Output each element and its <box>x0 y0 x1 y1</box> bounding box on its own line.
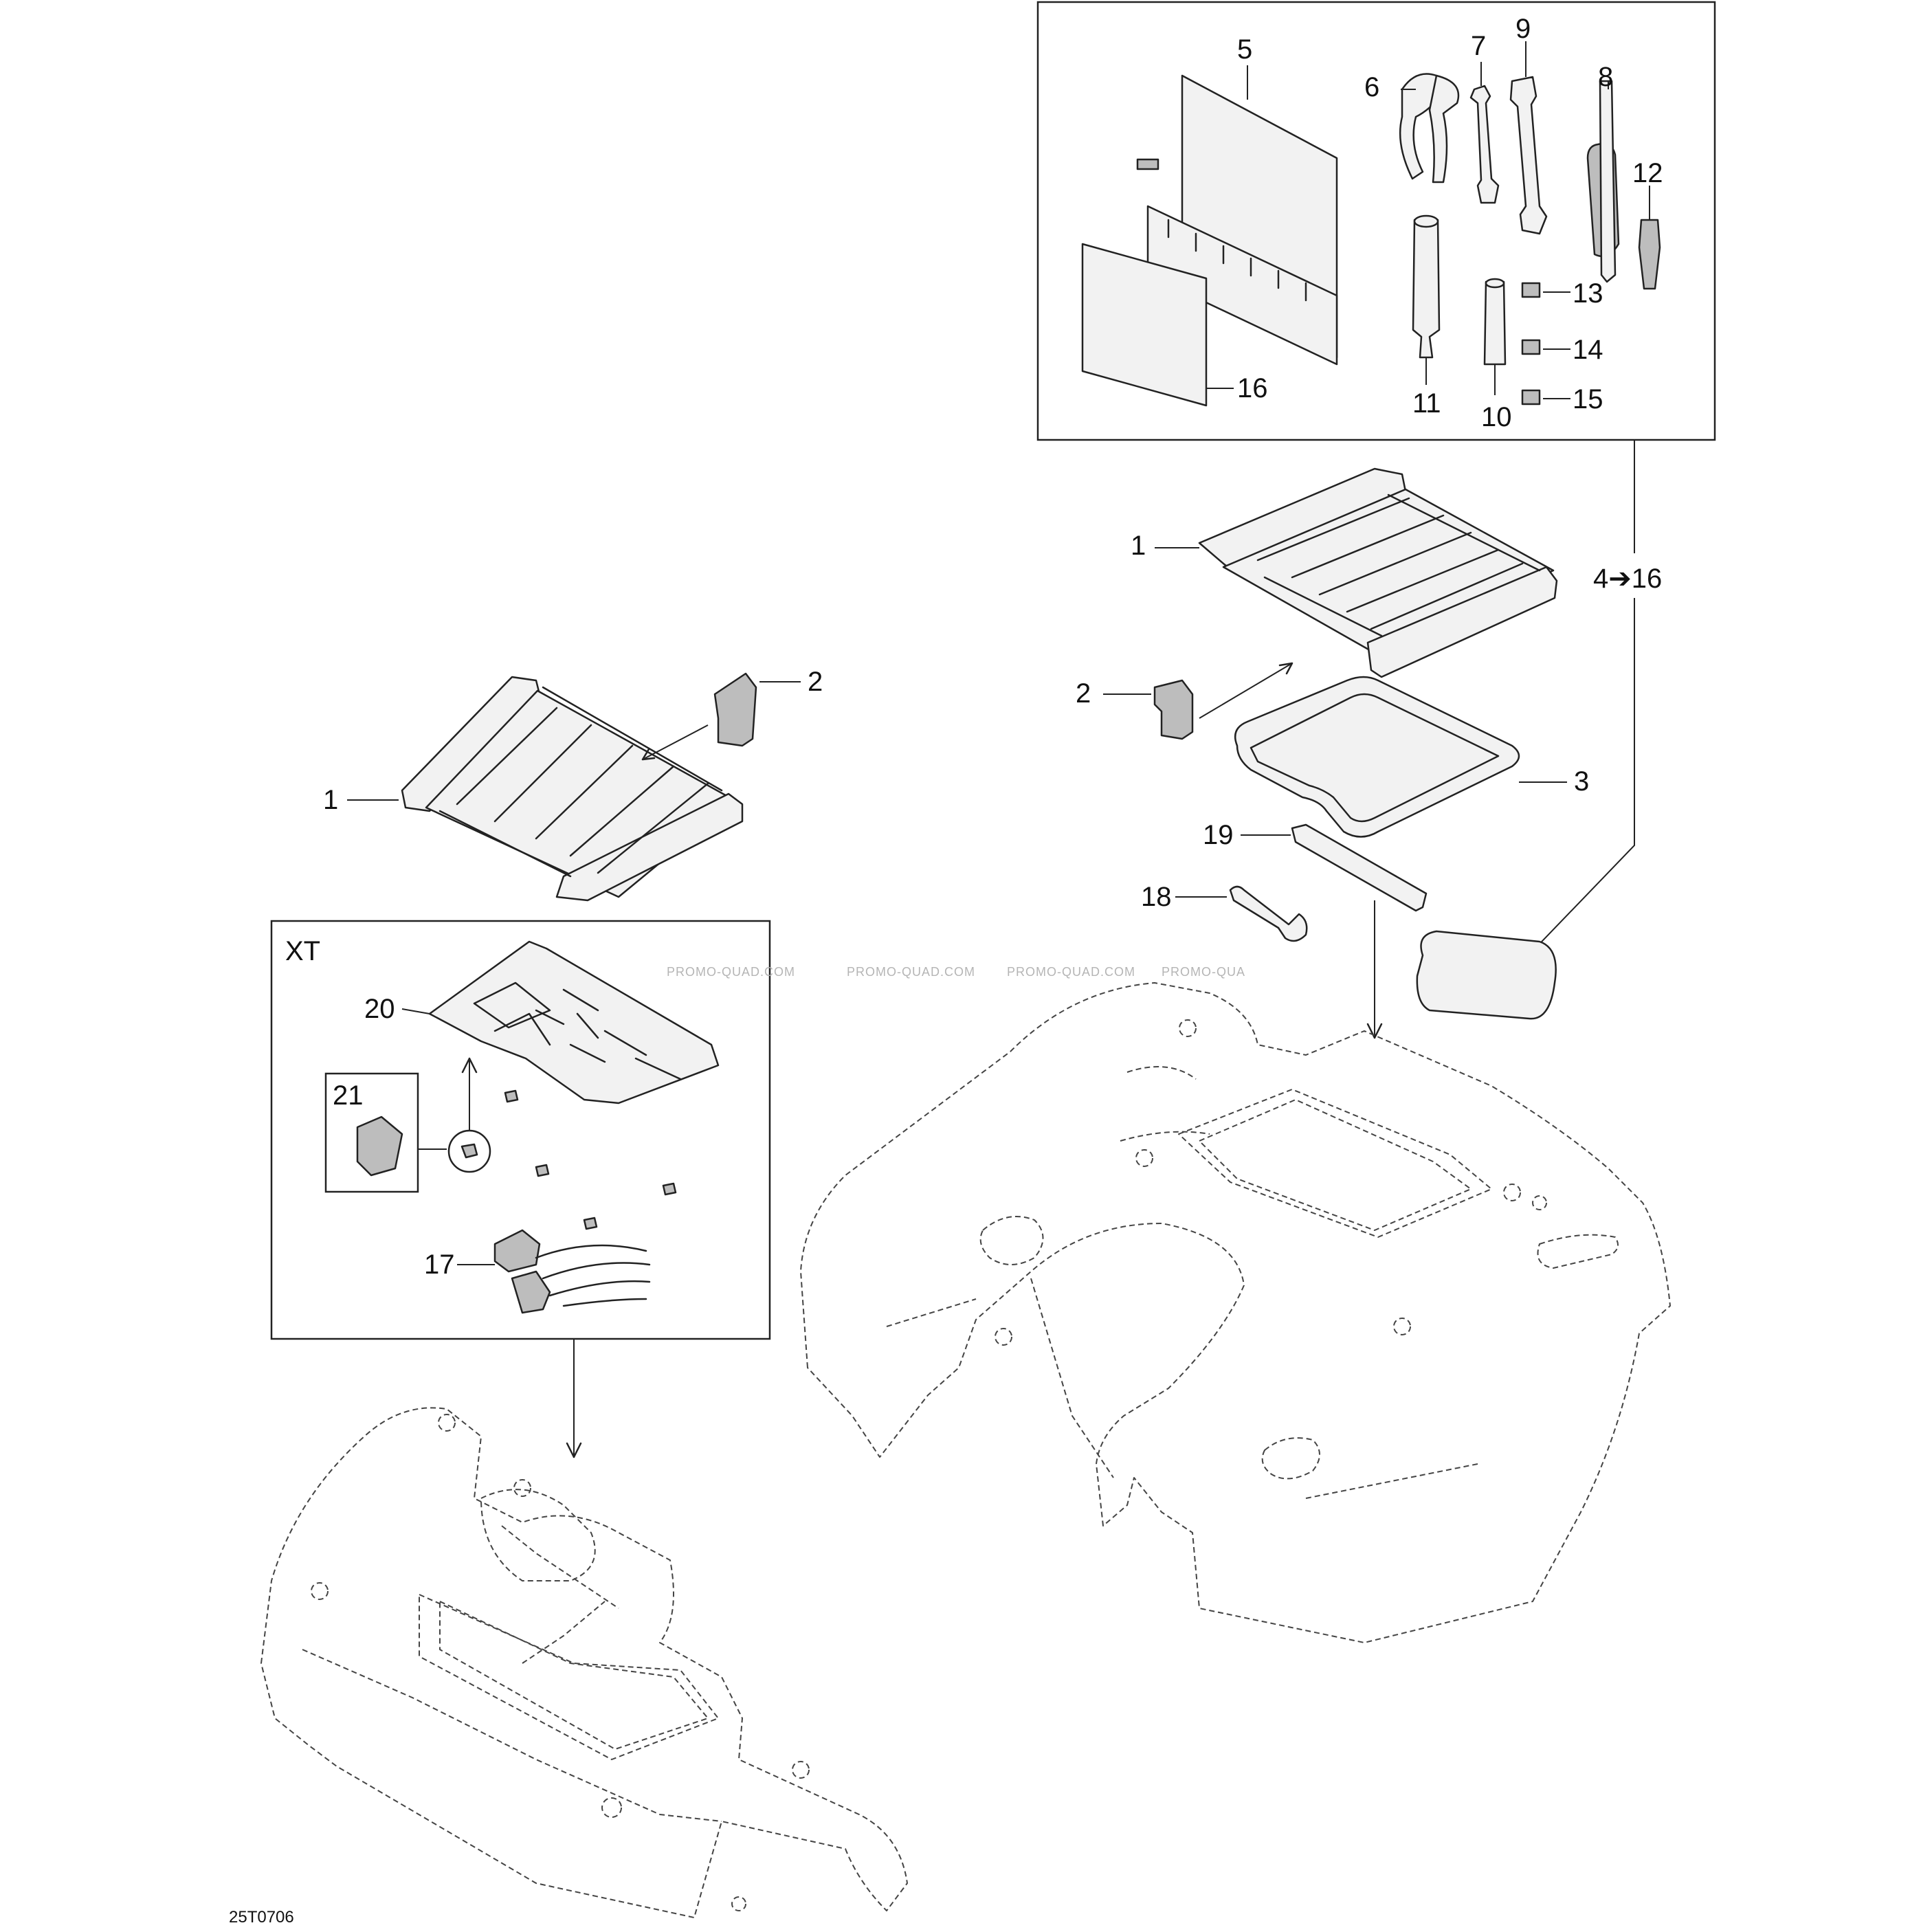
callout-3: 3 <box>1574 766 1589 797</box>
callout-6: 6 <box>1364 72 1379 102</box>
callout-1-right: 1 <box>1131 531 1146 561</box>
watermark-2: PROMO-QUAD.COM <box>847 965 975 979</box>
push-clip-small <box>460 1143 478 1159</box>
push-clip-large <box>356 1115 403 1177</box>
callout-13: 13 <box>1573 278 1603 309</box>
callout-19: 19 <box>1203 820 1234 850</box>
rear-rack-left <box>401 676 744 902</box>
push-clip-3 <box>662 1182 677 1196</box>
screwdriver <box>1586 80 1620 283</box>
open-end-wrench-large <box>1509 76 1548 235</box>
callout-8: 8 <box>1598 62 1613 92</box>
latch-left <box>713 672 757 747</box>
callout-2-right: 2 <box>1076 678 1091 709</box>
watermark-3: PROMO-QUAD.COM <box>1007 965 1135 979</box>
storage-tray <box>428 940 720 1104</box>
storage-gasket-inner <box>1250 693 1500 823</box>
fuse-14 <box>1521 339 1541 355</box>
fuse-13 <box>1521 282 1541 298</box>
kit-range-label: 4➔16 <box>1593 564 1662 594</box>
latch-right-arrowhead <box>1278 662 1293 675</box>
callout-7: 7 <box>1471 31 1486 61</box>
clip-detail-circle <box>447 1129 491 1173</box>
callout-2-left: 2 <box>808 667 823 697</box>
kit-leader-lines <box>1206 41 1650 399</box>
push-clip-2 <box>535 1164 550 1177</box>
callout-10: 10 <box>1481 402 1512 432</box>
tool-kit-frame <box>1036 1 1716 441</box>
socket-short <box>1483 278 1507 366</box>
owners-manual <box>1081 243 1208 407</box>
tool-pouch <box>1136 74 1338 366</box>
screwdriver-bit <box>1638 219 1661 290</box>
callout-14: 14 <box>1573 335 1603 365</box>
kit-range-leader <box>1508 440 1635 977</box>
drawing-code: 25T0706 <box>229 1908 294 1927</box>
latch-right-arrow <box>1199 663 1293 719</box>
spark-plug-socket-long <box>1412 214 1441 359</box>
latch-right <box>1153 679 1194 740</box>
latch-left-arrow <box>642 724 709 760</box>
callout-12: 12 <box>1632 158 1663 188</box>
xt-frame <box>270 920 771 1340</box>
callout-15: 15 <box>1573 384 1603 414</box>
push-clip-4 <box>583 1217 598 1230</box>
watermark-1: PROMO-QUAD.COM <box>667 965 795 979</box>
callout-1-left: 1 <box>323 785 338 815</box>
storage-gasket <box>1234 676 1520 838</box>
callout-5: 5 <box>1237 34 1252 65</box>
pliers <box>1399 73 1460 184</box>
push-clip-1 <box>504 1089 519 1103</box>
clip-detail-frame <box>324 1072 419 1193</box>
callout-17: 17 <box>424 1250 455 1280</box>
xt-label: XT <box>285 936 320 966</box>
tool-bag <box>1416 930 1557 1020</box>
latch-left-arrowhead <box>641 748 656 761</box>
wiring-harness <box>493 1229 651 1314</box>
rear-fender-left <box>260 1407 908 1918</box>
watermark-4: PROMO-QUA <box>1162 965 1245 979</box>
tray-arrowhead <box>461 1057 478 1074</box>
callout-20: 20 <box>364 994 395 1024</box>
xt-down-arrowhead <box>566 1442 582 1458</box>
fuse-15 <box>1521 389 1541 406</box>
storage-key <box>1229 885 1308 942</box>
callout-21: 21 <box>333 1080 364 1111</box>
callout-18: 18 <box>1141 882 1172 912</box>
callout-16: 16 <box>1237 373 1268 403</box>
callout-11: 11 <box>1412 388 1441 419</box>
callout-9: 9 <box>1515 14 1531 44</box>
lock-plate <box>1291 823 1428 912</box>
lead-20 <box>401 1008 430 1014</box>
rear-fender-right <box>800 982 1671 1643</box>
rear-rack-right <box>1198 467 1558 678</box>
open-end-wrench-small <box>1469 85 1500 204</box>
